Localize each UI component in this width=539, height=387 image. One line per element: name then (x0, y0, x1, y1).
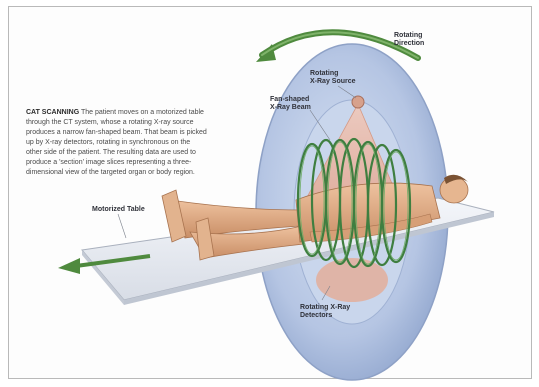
caption-lead: CAT SCANNING (26, 109, 79, 116)
label-motorized-table: Motorized Table (92, 206, 145, 214)
label-fan-shaped-beam: Fan-shaped X-Ray Beam (270, 96, 311, 112)
label-rotating-xray-source: Rotating X-Ray Source (310, 70, 356, 86)
label-rotating-detectors: Rotating X-Ray Detectors (300, 304, 350, 320)
label-rotating-direction: Rotating Direction (394, 32, 424, 48)
caption-body: The patient moves on a motorized table t… (26, 109, 207, 176)
scan-caption: CAT SCANNING The patient moves on a moto… (26, 108, 208, 178)
xray-source (352, 96, 364, 108)
